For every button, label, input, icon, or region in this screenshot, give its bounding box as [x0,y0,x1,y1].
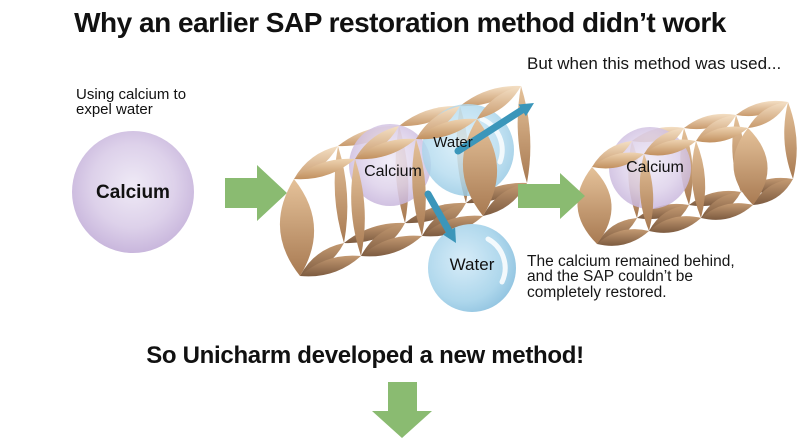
page-title: Why an earlier SAP restoration method di… [74,7,726,38]
water-out-arrow-icon [454,103,534,155]
result-text: The calcium remained behind,and the SAP … [527,254,735,300]
sap-lattice-after [577,100,797,246]
left-caption-line2: expel water [76,101,153,118]
right-caption: But when this method was used... [527,54,782,73]
calcium-label-left: Calcium [96,182,170,203]
conclusion-text: So Unicharm developed a new method! [146,342,584,369]
water-sphere-expelled-highlight [485,236,508,285]
water-expel-arrow-icon [424,190,456,243]
result-line2: and the SAP couldn’t be [527,268,694,286]
down-arrow-icon [372,382,432,438]
sap-lattice-before [279,85,531,277]
calcium-label-before: Calcium [364,163,422,180]
water-label-inside: Water [433,134,473,151]
calcium-sphere-left [72,131,194,253]
water-sphere-highlight [479,116,505,165]
right-arrow-icon [225,165,287,221]
result-line3: completely restored. [527,283,667,301]
left-caption-line1: Using calcium to [76,86,187,103]
result-line1: The calcium remained behind, [527,253,735,270]
right-arrow-2-icon [518,173,585,219]
water-label-expelled: Water [449,255,495,274]
calcium-label-after: Calcium [626,159,684,176]
